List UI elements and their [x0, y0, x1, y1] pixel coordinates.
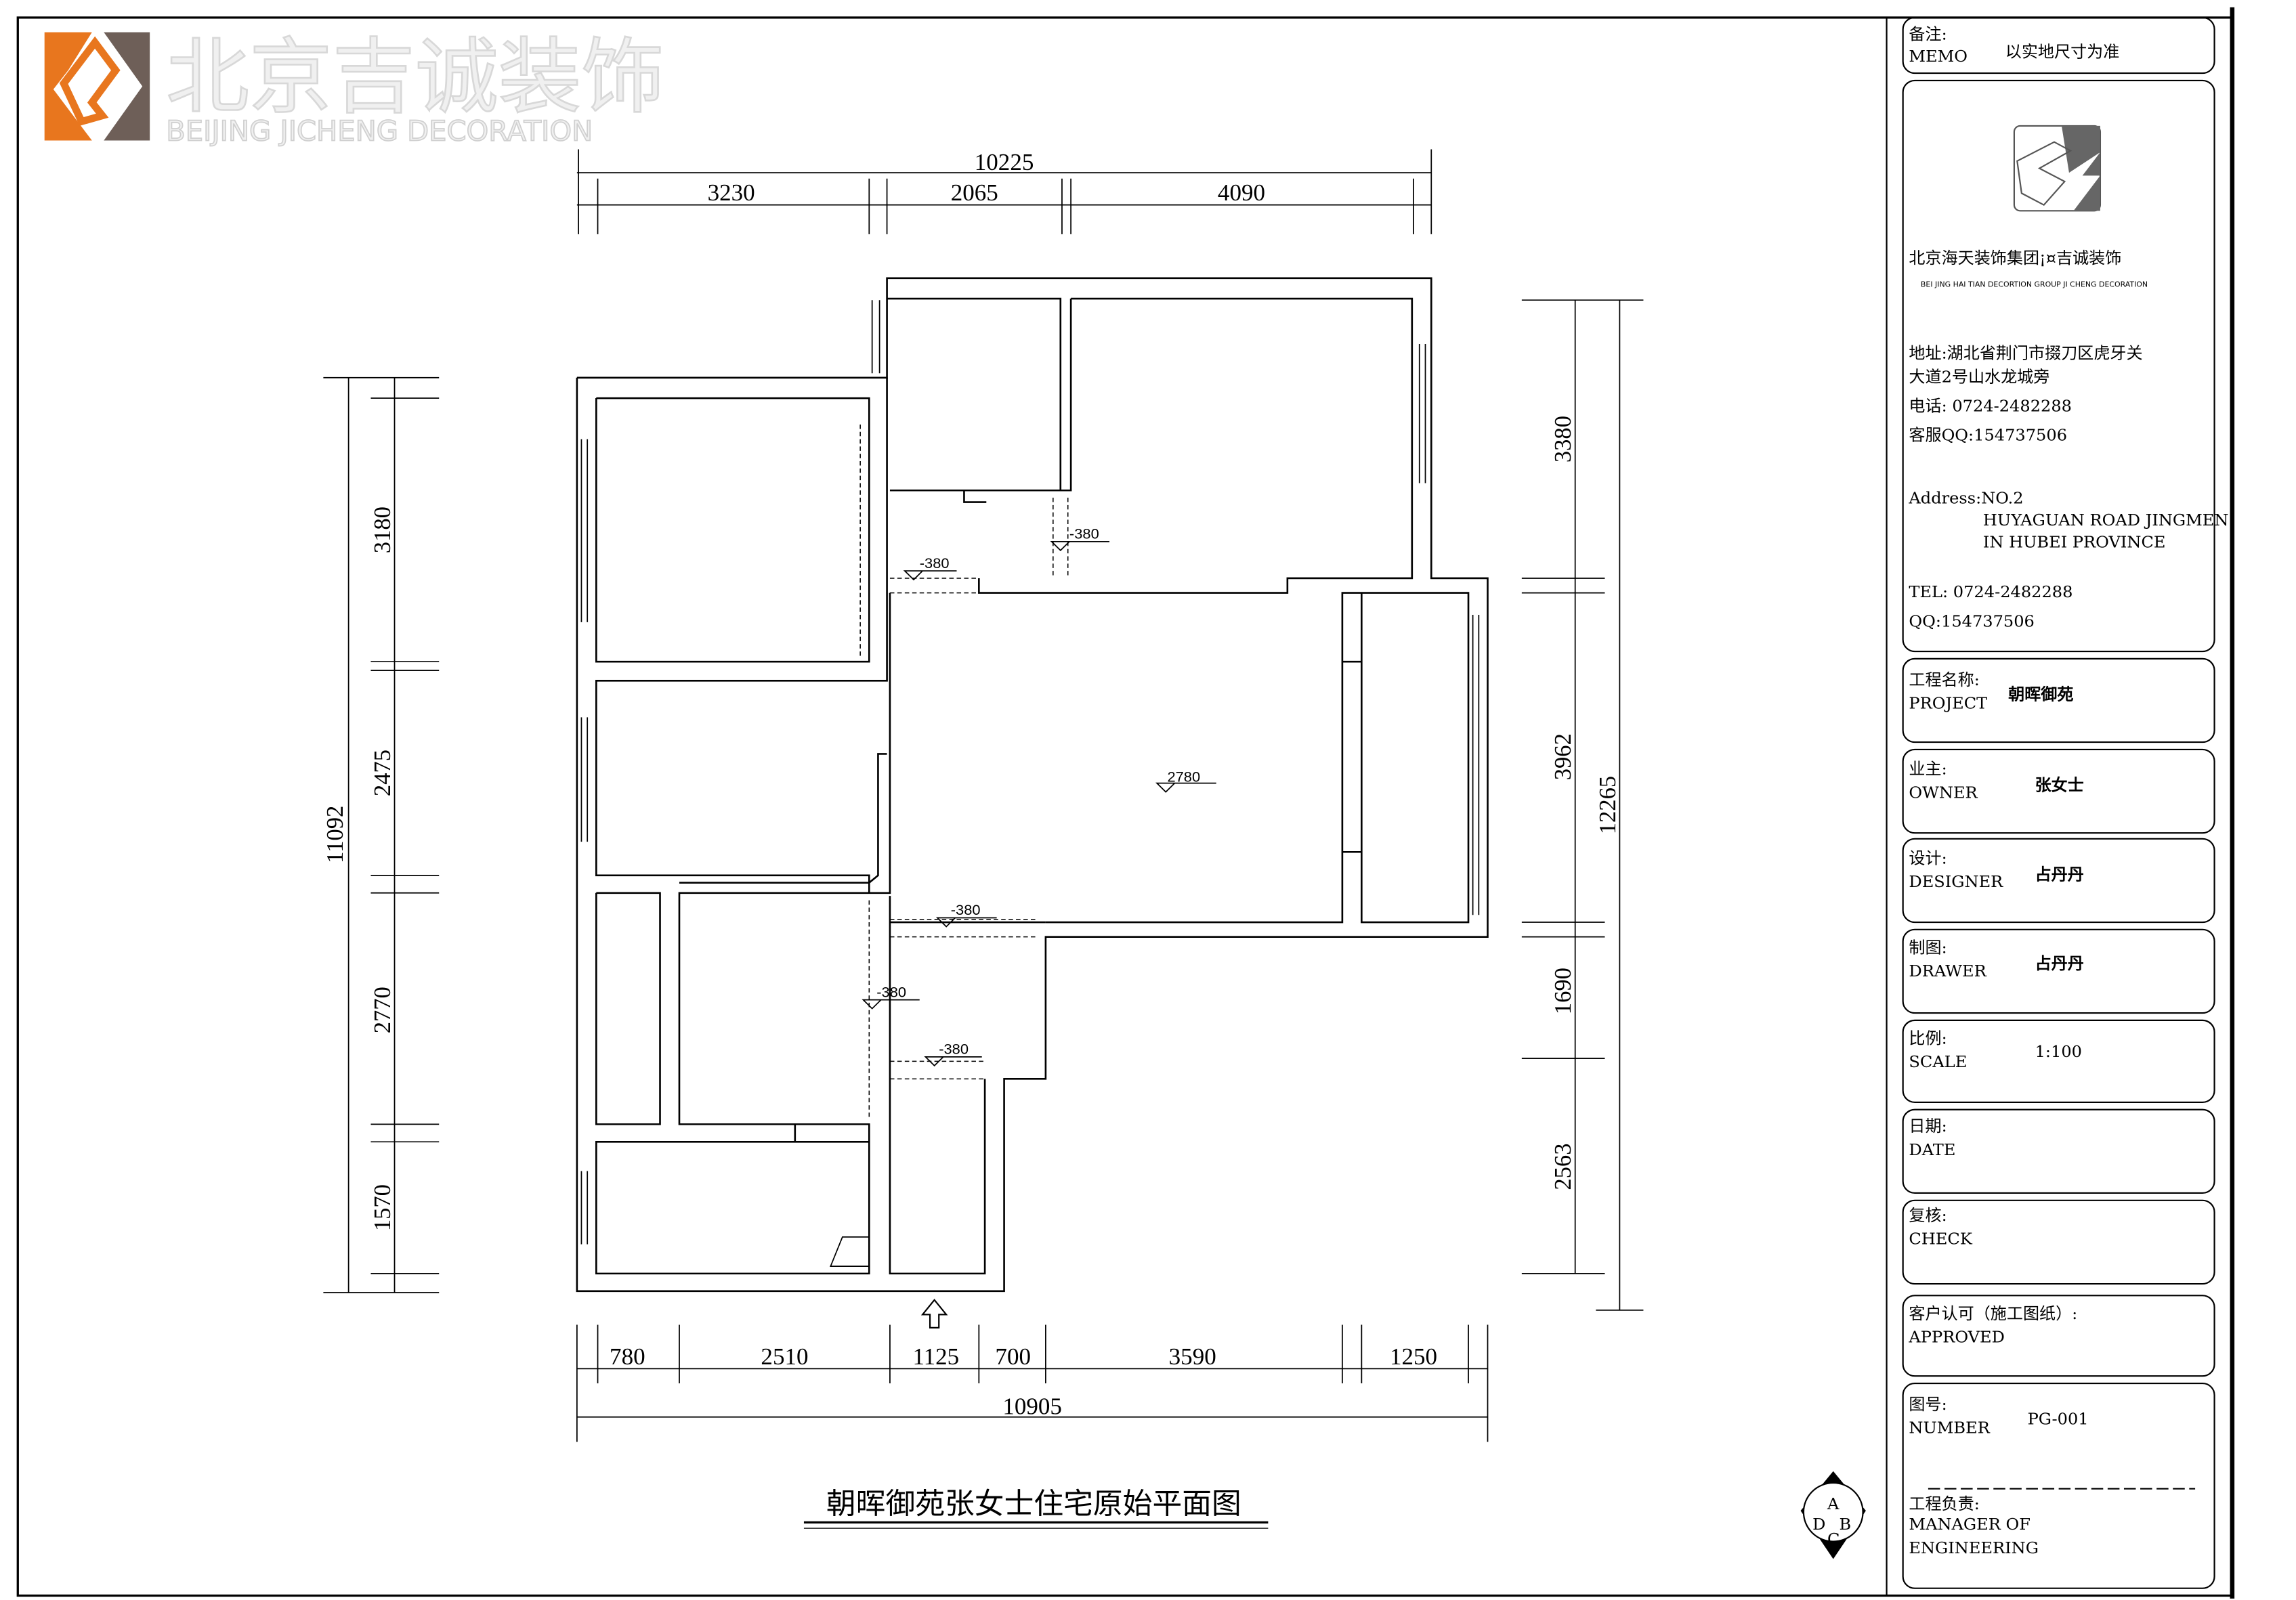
field-drawer: 制图: DRAWER 占丹丹	[1902, 928, 2215, 1014]
dim-bottom: 2510	[761, 1343, 808, 1370]
svg-text:工程名称:: 工程名称:	[1909, 670, 1979, 689]
memo-value: 以实地尺寸为准	[2005, 42, 2120, 61]
address-en: HUYAGUAN ROAD JINGMEN	[1983, 511, 2229, 529]
svg-text:DRAWER: DRAWER	[1909, 961, 1986, 980]
entrance-arrow-icon	[920, 1299, 948, 1328]
dim-top-total: 10225	[975, 149, 1034, 175]
svg-text:客户认可（施工图纸）:: 客户认可（施工图纸）:	[1909, 1304, 2077, 1323]
svg-text:日期:: 日期:	[1909, 1117, 1947, 1136]
svg-text:DATE: DATE	[1909, 1140, 1955, 1159]
dim-bottom: 780	[610, 1343, 645, 1370]
qq-cn: 客服QQ:154737506	[1909, 426, 2067, 445]
svg-text:占丹丹: 占丹丹	[2035, 865, 2084, 884]
svg-text:复核:: 复核:	[1909, 1206, 1947, 1225]
level-markers: -380 -380 -380 -380 -380 2780	[862, 525, 1216, 1067]
svg-text:C: C	[1827, 1530, 1840, 1549]
svg-text:ENGINEERING: ENGINEERING	[1909, 1538, 2039, 1557]
dim-bottom: 3590	[1169, 1343, 1216, 1370]
field-approved: 客户认可（施工图纸）: APPROVED	[1902, 1295, 2215, 1377]
field-number: 图号: NUMBER PG-001 工程负责: MANAGER OF ENGINEERI…	[1902, 1382, 2215, 1589]
field-designer: 设计: DESIGNER 占丹丹	[1902, 838, 2215, 924]
svg-text:设计:: 设计:	[1909, 849, 1947, 868]
svg-text:APPROVED: APPROVED	[1908, 1328, 2005, 1347]
dim-left: 2475	[369, 750, 396, 796]
dim-top: 4090	[1218, 179, 1265, 206]
svg-text:1:100: 1:100	[2035, 1042, 2082, 1061]
dim-top: 3230	[708, 179, 755, 206]
company-name: 北京海天装饰集团¡¤吉诚装饰	[1909, 248, 2121, 267]
level-label: -380	[1069, 525, 1099, 542]
svg-text:BEIJING JICHENG DECORATION: BEIJING JICHENG DECORATION	[166, 115, 593, 148]
company-logo-icon	[2013, 125, 2102, 212]
watermark-logo-icon	[44, 32, 150, 141]
svg-text:D: D	[1812, 1515, 1825, 1534]
sheet-border	[16, 16, 2234, 1597]
memo-label-en: MEMO	[1909, 47, 1968, 66]
svg-text:A: A	[1827, 1494, 1840, 1513]
level-label: -380	[876, 983, 906, 1000]
svg-text:B: B	[1840, 1515, 1852, 1534]
address-cn: 大道2号山水龙城旁	[1909, 367, 2049, 386]
dim-left: 2770	[369, 987, 396, 1033]
svg-text:PG-001: PG-001	[2028, 1410, 2089, 1429]
qq-en: QQ:154737506	[1909, 611, 2034, 630]
svg-text:MANAGER OF: MANAGER OF	[1909, 1515, 2031, 1534]
field-date: 日期: DATE	[1902, 1108, 2215, 1194]
dim-right-total: 12265	[1594, 776, 1621, 834]
dim-left: 1570	[369, 1184, 396, 1231]
svg-text:比例:: 比例:	[1909, 1029, 1947, 1048]
dim-right: 2563	[1550, 1143, 1576, 1190]
dim-bottom: 1250	[1390, 1343, 1437, 1370]
dim-left-total: 11092	[322, 806, 348, 863]
dim-left: 3180	[369, 506, 396, 553]
dimension-labels: 10225 3230 2065 4090 780 2510 1125 700 3…	[322, 149, 1621, 1419]
tel-en: TEL: 0724-2482288	[1909, 582, 2072, 601]
address-en: IN HUBEI PROVINCE	[1983, 533, 2166, 552]
svg-text:NUMBER: NUMBER	[1909, 1419, 1990, 1437]
level-label: -380	[920, 555, 950, 571]
svg-text:图号:: 图号:	[1909, 1395, 1947, 1414]
svg-text:制图:: 制图:	[1909, 938, 1947, 957]
svg-text:CHECK: CHECK	[1909, 1230, 1973, 1249]
company-name-en: BEI JING HAI TIAN DECORTION GROUP JI CHE…	[1921, 280, 2148, 289]
svg-text:占丹丹: 占丹丹	[2035, 954, 2084, 973]
svg-text:PROJECT: PROJECT	[1909, 694, 1987, 713]
level-label: -380	[951, 901, 981, 918]
svg-text:张女士: 张女士	[2035, 776, 2084, 795]
memo-label: 备注:	[1909, 25, 1947, 44]
field-owner: 业主: OWNER 张女士	[1902, 748, 2215, 834]
svg-text:朝晖御苑: 朝晖御苑	[2008, 685, 2073, 704]
dim-bottom-total: 10905	[1002, 1393, 1062, 1420]
field-check: 复核: CHECK	[1902, 1199, 2215, 1285]
floor-drain	[830, 1236, 870, 1267]
dim-bottom: 1125	[912, 1343, 959, 1370]
dim-right: 3380	[1550, 416, 1576, 462]
dim-top: 2065	[951, 179, 998, 206]
compass-icon: A B C D	[1800, 1471, 1866, 1559]
address-en: Address:NO.2	[1908, 489, 2023, 508]
floor-plan	[576, 277, 1489, 1328]
dim-bottom: 700	[995, 1343, 1031, 1370]
title-block: 备注: MEMO 以实地尺寸为准 北京海天装饰集团¡¤吉诚装饰 BEI JING…	[1902, 16, 2229, 1589]
phone-cn: 电话: 0724-2482288	[1909, 397, 2072, 416]
svg-text:业主:: 业主:	[1909, 760, 1947, 779]
address-cn: 地址:湖北省荆门市掇刀区虎牙关	[1909, 344, 2142, 363]
dim-right: 3962	[1550, 733, 1576, 780]
dimension-lines	[323, 149, 1644, 1442]
level-label: -380	[939, 1041, 969, 1058]
drawing-title: 朝晖御苑张女士住宅原始平面图	[826, 1488, 1241, 1521]
field-project: 工程名称: PROJECT 朝晖御苑	[1902, 657, 2215, 743]
svg-text:SCALE: SCALE	[1909, 1052, 1967, 1071]
level-label: 2780	[1167, 769, 1200, 785]
watermark: 北京吉诚装饰 BEIJING JICHENG DECORATION	[44, 28, 665, 148]
svg-text:工程负责:: 工程负责:	[1909, 1494, 1979, 1513]
svg-text:DESIGNER: DESIGNER	[1909, 872, 2003, 891]
dim-right: 1690	[1550, 968, 1576, 1014]
field-scale: 比例: SCALE 1:100	[1902, 1019, 2215, 1104]
svg-text:OWNER: OWNER	[1909, 783, 1978, 802]
svg-text:北京吉诚装饰: 北京吉诚装饰	[166, 29, 664, 125]
